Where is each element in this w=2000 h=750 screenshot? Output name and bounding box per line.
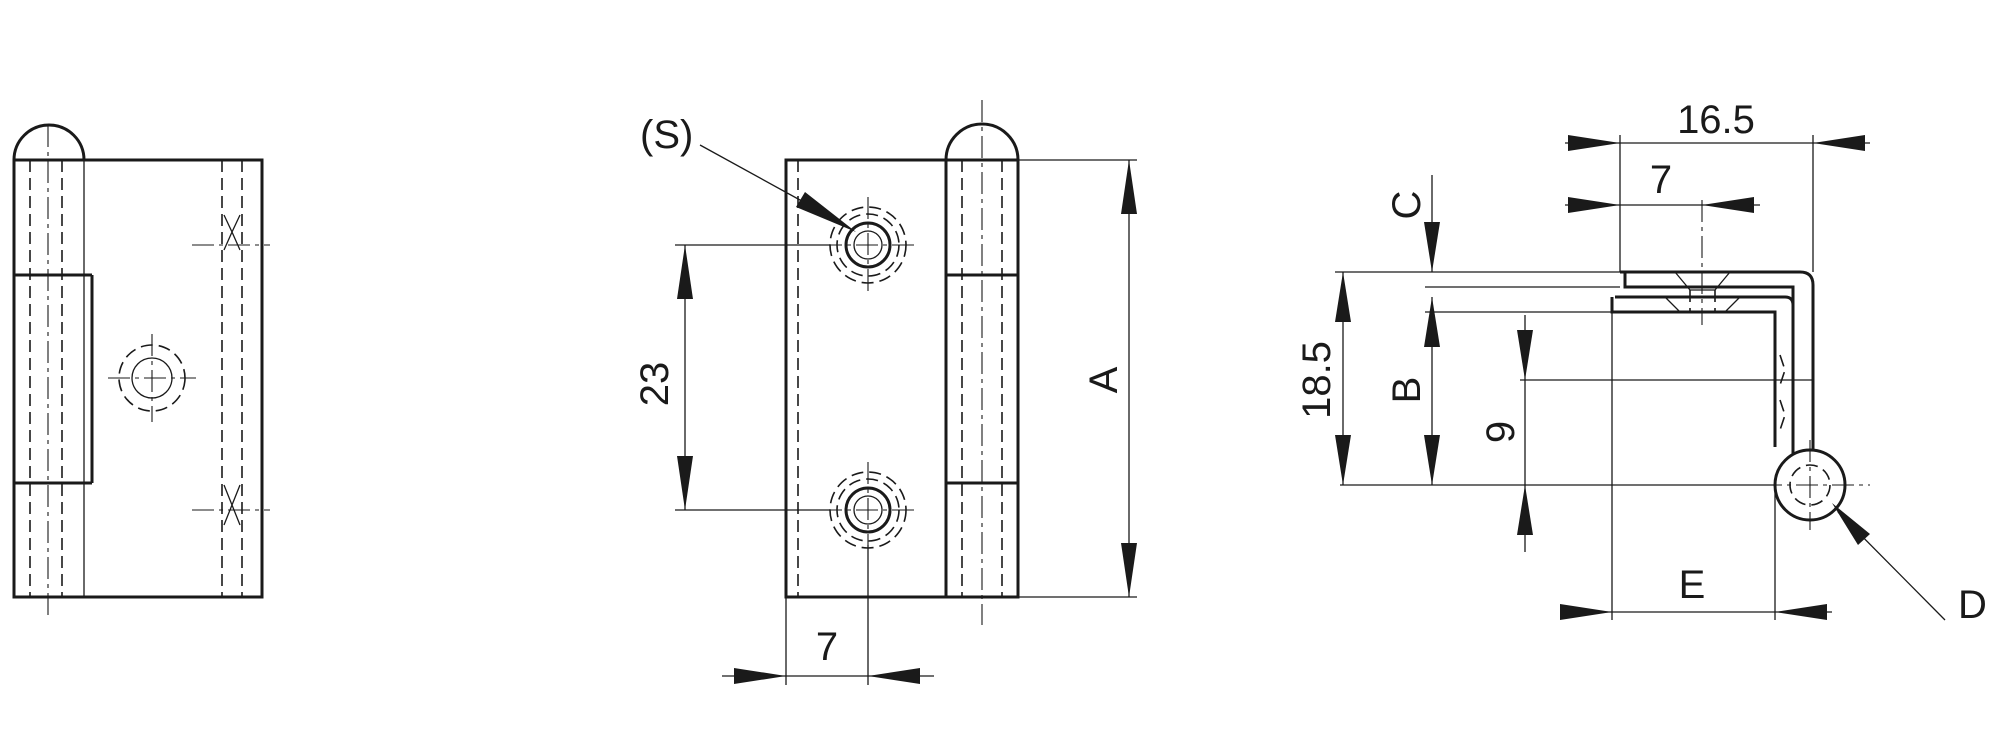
- dimension-label-edge-offset: 7: [816, 625, 838, 669]
- dimension-label-pin-height: 9: [1479, 421, 1523, 443]
- dimension-label-top-gap: C: [1385, 191, 1429, 220]
- dimension-label-leaf-to-pin: B: [1385, 377, 1429, 404]
- front-view: 23 A 7 (S): [633, 100, 1137, 685]
- screw-callout-label: (S): [640, 113, 693, 157]
- dimension-width-total: 16.5: [1565, 98, 1870, 272]
- dimension-label-pitch: 23: [633, 362, 677, 407]
- pin-diameter-callout: D: [1832, 503, 1987, 627]
- dimension-edge-offset: 7: [722, 545, 934, 685]
- screw-hole-top: [820, 197, 916, 295]
- screw-callout: (S): [640, 113, 856, 232]
- dimension-label-edge-offset-side: 7: [1650, 158, 1672, 202]
- dimension-label-pin-offset: E: [1679, 563, 1706, 607]
- dimension-leaf-to-pin: B: [1385, 297, 1612, 485]
- rear-view: [12, 123, 270, 620]
- dimension-label-width-total: 16.5: [1677, 98, 1755, 142]
- screw-hole-bottom: [820, 462, 916, 549]
- dimension-pin-offset: E: [1560, 312, 1832, 620]
- dimension-pin-height: 9: [1479, 315, 1813, 552]
- dimension-top-gap: C: [1335, 175, 1620, 288]
- dimension-height: A: [1018, 159, 1137, 598]
- side-view: 16.5 7 C 18.5: [1295, 98, 1987, 627]
- dimension-pitch: 23: [633, 244, 830, 511]
- dimension-label-height: A: [1082, 366, 1126, 393]
- dimension-edge-offset-side: 7: [1565, 158, 1760, 213]
- dimension-label-pin-diameter: D: [1958, 583, 1987, 627]
- dimension-label-overall-depth: 18.5: [1295, 341, 1339, 419]
- dimension-overall-depth: 18.5: [1295, 272, 1775, 486]
